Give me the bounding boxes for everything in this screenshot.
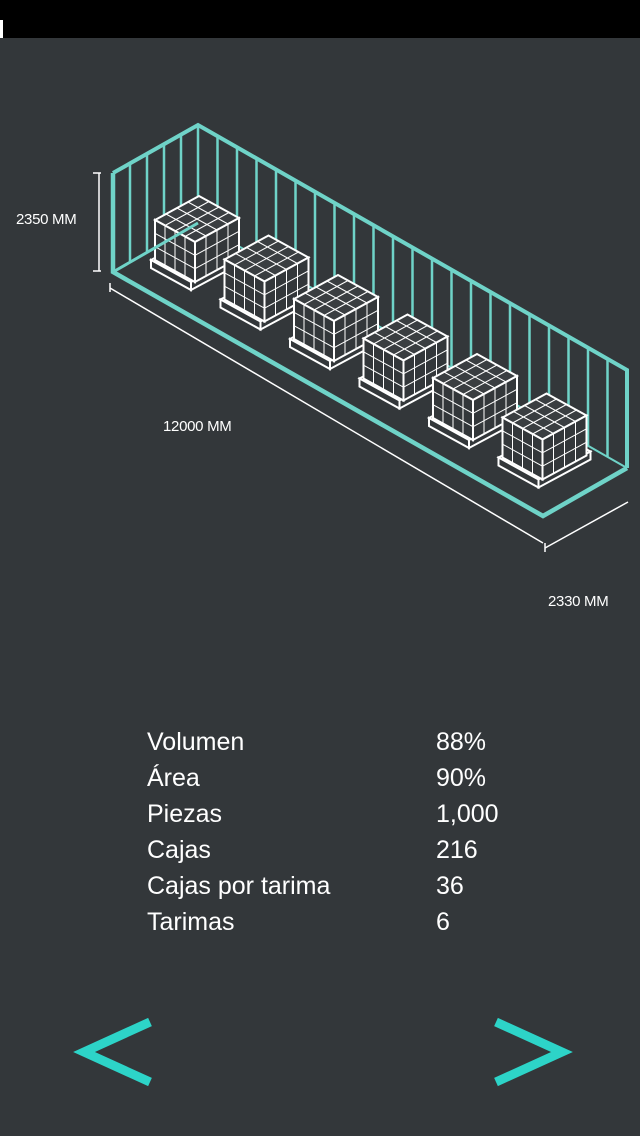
box-grid-line [293, 311, 335, 335]
box-grid-line [176, 207, 218, 231]
pallet [496, 392, 593, 490]
box-grid-line [532, 409, 577, 435]
box-grid-line [333, 323, 379, 349]
length-dimension-label: 12000 MM [163, 418, 232, 435]
container-left-floor [112, 221, 199, 274]
box-grid-line [454, 365, 496, 389]
chevron-left-icon [73, 1017, 152, 1087]
container-front-floor [110, 173, 629, 519]
box-grid-line [254, 251, 299, 277]
width-dimension-label: 2330 MM [548, 593, 609, 610]
box-grid-line [403, 349, 448, 375]
box-grid-line [224, 272, 265, 296]
box-grid-line [432, 390, 474, 414]
box-grid-line [472, 388, 518, 414]
box-grid-line [194, 244, 240, 270]
height-dimension-label: 2350 MM [16, 211, 77, 228]
box-grid-line [293, 325, 335, 349]
stat-row: Volumen 88% [147, 728, 547, 764]
box-grid-line [396, 320, 437, 343]
stat-row: Cajas 216 [147, 836, 547, 872]
pallet [357, 313, 454, 411]
container-illustration [93, 122, 629, 552]
box-grid-line [524, 405, 565, 428]
previous-button[interactable] [72, 1012, 162, 1092]
box-grid-line [363, 364, 404, 388]
box-grid-line [462, 370, 508, 395]
width-dimension-line [544, 501, 629, 549]
pallet-group [148, 194, 593, 490]
stat-value: 90% [436, 764, 487, 792]
stat-label: Piezas [147, 800, 223, 828]
stat-label: Tarimas [147, 908, 235, 936]
box-grid-line [326, 280, 368, 304]
stat-row: Tarimas 6 [147, 908, 547, 944]
box-grid-line [154, 232, 196, 256]
stat-row: Área 90% [147, 764, 547, 800]
box-grid-line [472, 402, 518, 428]
stat-label: Cajas [147, 836, 211, 864]
stat-value: 88% [436, 728, 487, 756]
box-grid-line [154, 246, 196, 270]
box-grid-line [315, 286, 357, 310]
dimension-lines [93, 172, 629, 552]
box-grid-line [393, 330, 438, 356]
box-grid-line [224, 285, 265, 309]
box-grid-line [264, 283, 309, 309]
stat-label: Volumen [147, 728, 245, 756]
box-grid-line [385, 326, 426, 349]
box-grid-line [363, 351, 404, 375]
box-grid-line [502, 443, 543, 467]
stat-label: Cajas por tarima [147, 872, 331, 900]
stats-table: Volumen 88% Área 90% Piezas 1,000 Cajas … [147, 728, 547, 944]
box-grid-line [403, 362, 448, 388]
box-grid-line [542, 428, 587, 454]
stat-value: 1,000 [436, 800, 499, 828]
container-top-rail [112, 122, 629, 468]
container-front-frame [110, 173, 629, 519]
box-grid-line [542, 441, 587, 467]
stat-value: 216 [436, 836, 478, 864]
box-grid-line [257, 241, 298, 264]
stat-row: Piezas 1,000 [147, 800, 547, 836]
status-bar [0, 0, 640, 38]
box-grid-line [187, 201, 229, 225]
box-grid-line [502, 430, 543, 454]
stat-value: 6 [436, 908, 450, 936]
stat-label: Área [147, 764, 200, 792]
box-grid-line [323, 291, 369, 316]
box-grid-line [184, 212, 230, 237]
length-dimension-line [109, 287, 544, 544]
box-grid-line [264, 270, 309, 296]
stat-row: Cajas por tarima 36 [147, 872, 547, 908]
box-grid-line [333, 309, 379, 335]
box-grid-line [194, 230, 240, 256]
box-grid-line [246, 247, 287, 270]
box-grid-line [432, 404, 474, 428]
box-grid-line [465, 359, 507, 383]
next-button[interactable] [486, 1012, 576, 1092]
pallet [426, 352, 524, 450]
box-grid-line [535, 399, 576, 422]
stat-value: 36 [436, 872, 464, 900]
chevron-right-icon [494, 1017, 573, 1087]
